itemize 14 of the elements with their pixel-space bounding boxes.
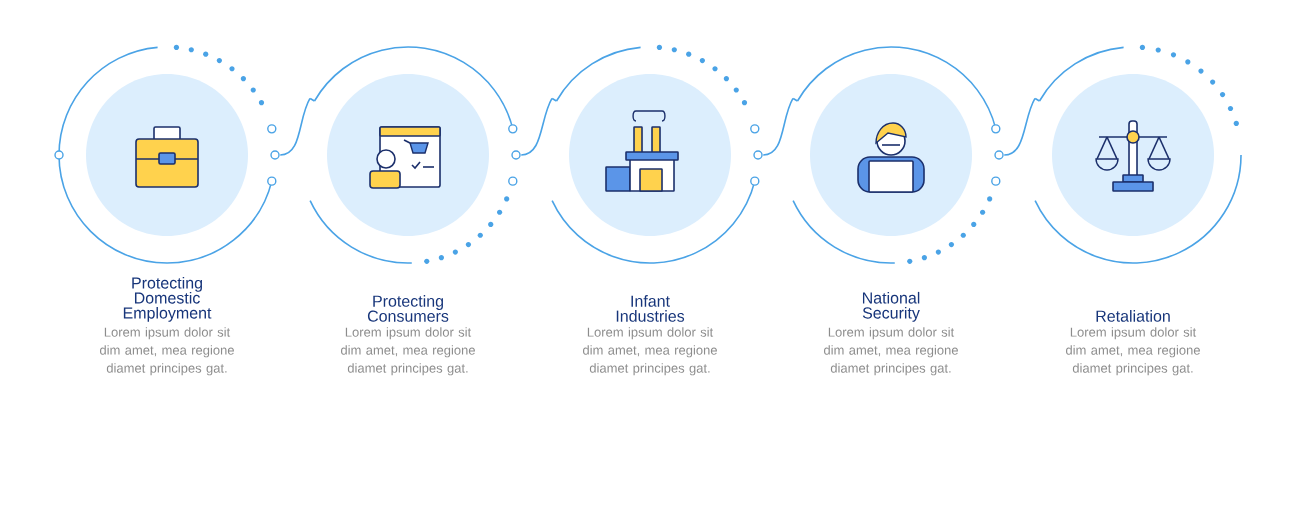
step-description: Lorem ipsum dolor sit dim amet, mea regione diamet principes gat. [100, 327, 234, 376]
connector-curve [1003, 97, 1036, 156]
connector-curve [762, 97, 794, 156]
step-title: National Security [862, 291, 920, 322]
connector-curve [279, 97, 311, 156]
step-description: Lorem ipsum dolor sit dim amet, mea regione diamet principes gat. [1066, 327, 1200, 376]
step-title: Infant Industries [616, 295, 685, 322]
step-title: Protecting Domestic Employment [123, 276, 212, 322]
step-description: Lorem ipsum dolor sit dim amet, mea regione diamet principes gat. [583, 327, 717, 376]
step-description: Lorem ipsum dolor sit dim amet, mea regione diamet principes gat. [341, 327, 475, 376]
connector-curve [520, 97, 553, 156]
step-description: Lorem ipsum dolor sit dim amet, mea regione diamet principes gat. [824, 327, 958, 376]
step-title: Protecting Consumers [367, 295, 449, 322]
step-title: Retaliation [1096, 310, 1170, 322]
